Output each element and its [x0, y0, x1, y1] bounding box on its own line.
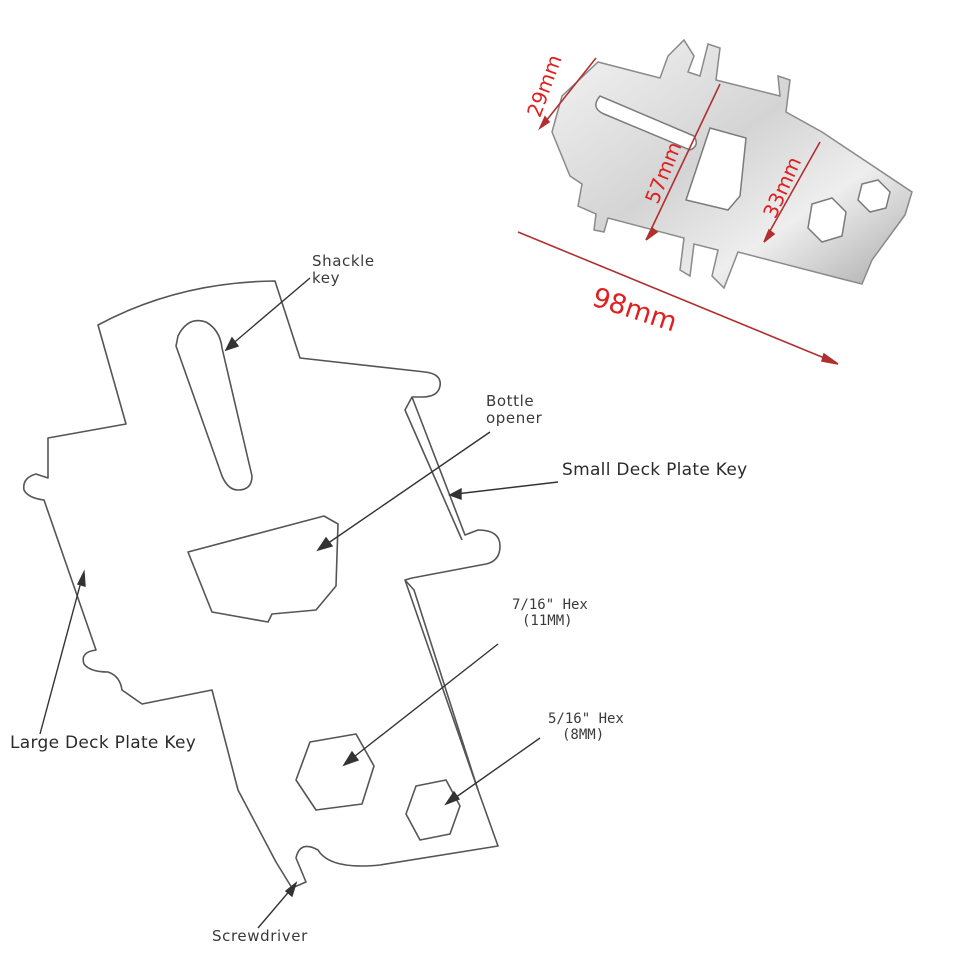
shackle-slot: [175, 319, 253, 491]
label-small-deck-plate-key: Small Deck Plate Key: [562, 460, 748, 480]
hex-5-16-leader: [451, 737, 541, 801]
shackle-key-leader: [229, 277, 311, 347]
product-photo-hex-large: [807, 197, 847, 243]
product-photo-shackle-slot: [595, 95, 697, 151]
hex-7-16-cutout: [295, 733, 375, 811]
product-photo-hex-small: [857, 179, 891, 213]
large-deck-plate-leader: [39, 577, 83, 735]
label-screwdriver: Screwdriver: [212, 927, 308, 945]
label-large-deck-plate-key: Large Deck Plate Key: [10, 733, 197, 753]
bottle-opener-cutout: [187, 515, 339, 623]
label-shackle-key: Shackle key: [312, 252, 375, 288]
label-hex-5-16: 5/16" Hex (8MM): [548, 711, 624, 744]
bottle-opener-leader: [323, 431, 491, 547]
tool-outline: [22, 280, 501, 889]
small-deck-plate-leader: [455, 481, 559, 495]
product-photo-bottle-opener: [685, 127, 747, 211]
tool-fold-line: [404, 396, 479, 791]
hex-5-16-cutout: [405, 779, 461, 841]
label-hex-7-16: 7/16" Hex (11MM): [512, 597, 588, 630]
label-bottle-opener: Bottle opener: [486, 392, 543, 428]
hex-7-16-leader: [349, 643, 499, 761]
screwdriver-leader: [257, 887, 293, 929]
